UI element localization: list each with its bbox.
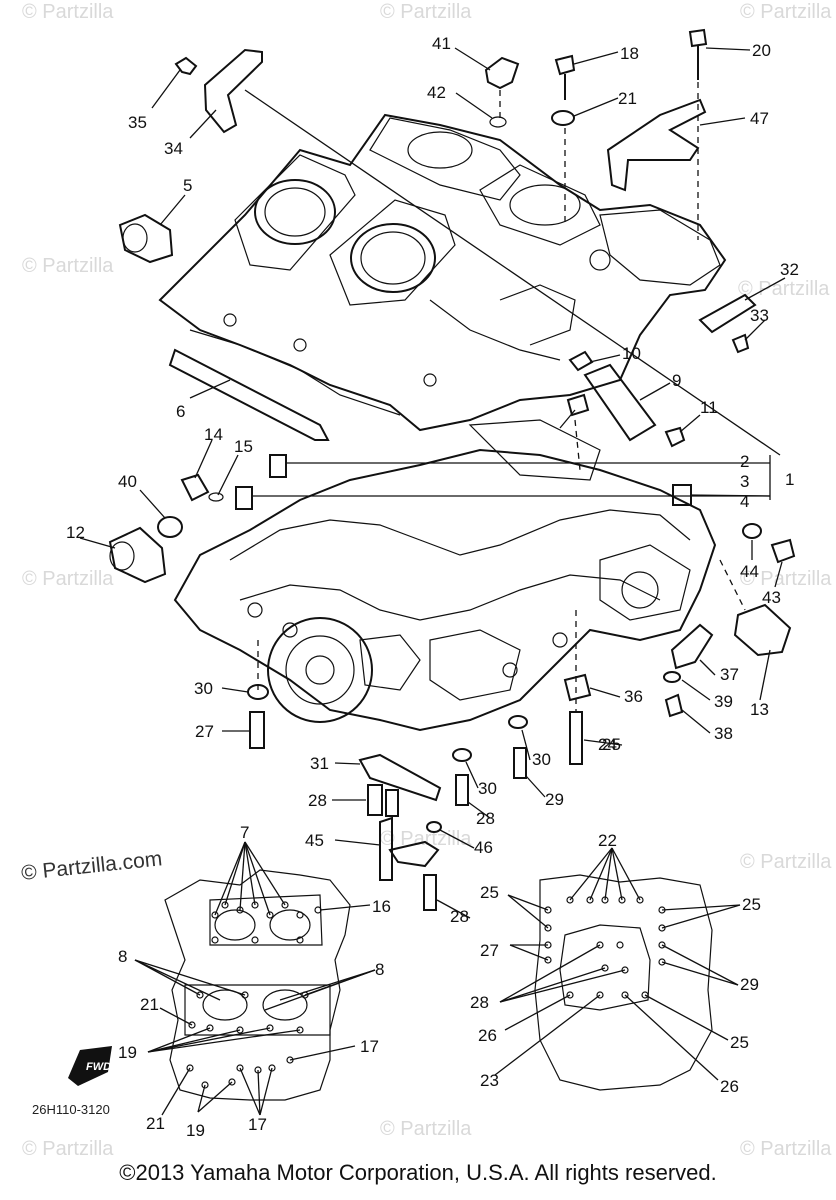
assembly-lines [257,82,746,712]
callout-number: 23 [480,1071,499,1090]
brand-watermark: © Partzilla.com [20,847,163,885]
callout-number: 25 [480,883,499,902]
callout-number: 40 [118,472,137,491]
watermark: © Partzilla [740,568,832,590]
callout-number: 3 [740,472,749,491]
callout-number: 28 [476,809,495,828]
watermark: © Partzilla [380,1118,472,1140]
callout-number: 46 [474,838,493,857]
callout-number: 41 [432,34,451,53]
callout-number: 17 [248,1115,267,1134]
callout-number: 7 [240,823,249,842]
lower-crankcase [173,419,717,732]
callout-number: 37 [720,665,739,684]
fwd-label: FWD [86,1061,111,1073]
callout-number: 42 [427,83,446,102]
callout-number: 21 [146,1114,165,1133]
callout-number: 8 [118,947,127,966]
callout-number: 47 [750,109,769,128]
callout-number: 43 [762,588,781,607]
callout-number: 25 [602,735,621,754]
watermark: © Partzilla [22,1138,114,1160]
inset-leaders [134,841,741,1116]
watermark: © Partzilla [22,568,114,590]
callout-number: 25 [742,895,761,914]
callout-number: 44 [740,562,759,581]
callout-number: 28 [470,993,489,1012]
callout-number: 6 [176,402,185,421]
callout-number: 29 [740,975,759,994]
callout-number: 8 [375,960,384,979]
callout-number: 29 [545,790,564,809]
inset-upper-bolt-pattern [164,869,351,1101]
callout-number: 19 [186,1121,205,1140]
callout-number: 31 [310,754,329,773]
callout-number: 30 [532,750,551,769]
watermark: © Partzilla [22,255,114,277]
callout-number: 33 [750,306,769,325]
watermark: © Partzilla [740,1,832,23]
callout-number: 45 [305,831,324,850]
callout-number: 36 [624,687,643,706]
callout-number: 27 [195,722,214,741]
callout-number: 17 [360,1037,379,1056]
copyright-footer: ©2013 Yamaha Motor Corporation, U.S.A. A… [119,1160,717,1185]
callout-number: 35 [128,113,147,132]
watermark: © Partzilla [380,1,472,23]
watermark: © Partzilla [738,278,830,300]
callout-labels: 1 2 3 4 5 6 7 8 8 9 10 11 12 13 14 15 16… [66,34,799,1140]
fwd-arrow-icon: FWD [68,1046,112,1086]
callout-number: 12 [66,523,85,542]
group-bracket [244,89,781,500]
callout-number: 21 [618,89,637,108]
callout-number: 22 [598,831,617,850]
callout-number: 15 [234,437,253,456]
callout-number: 24 [598,735,617,754]
callout-number: 27 [480,941,499,960]
callout-number: 1 [785,470,794,489]
callout-number: 28 [308,791,327,810]
callout-number: 21 [140,995,159,1014]
leader-lines [79,47,786,919]
callout-number: 25 [730,1033,749,1052]
callout-number: 9 [672,371,681,390]
callout-number: 10 [622,344,641,363]
callout-number: 18 [620,44,639,63]
callout-number: 34 [164,139,183,158]
watermark-layer: © Partzilla © Partzilla © Partzilla © Pa… [22,1,832,1160]
callout-number: 26 [720,1077,739,1096]
callout-number: 30 [478,779,497,798]
callout-number: 28 [450,907,469,926]
watermark: © Partzilla [740,1138,832,1160]
callout-number: 4 [740,492,749,511]
callout-number: 38 [714,724,733,743]
callout-number: 16 [372,897,391,916]
callout-number: 19 [118,1043,137,1062]
small-parts [108,28,796,911]
callout-number: 11 [700,398,718,417]
callout-number: 5 [183,176,192,195]
callout-number: 39 [714,692,733,711]
watermark: © Partzilla [22,1,114,23]
callout-number: 32 [780,260,799,279]
callout-number: 2 [740,452,749,471]
callout-number: 14 [204,425,223,444]
upper-crankcase [158,113,727,432]
callout-number: 30 [194,679,213,698]
watermark: © Partzilla [380,828,472,850]
callout-number: 13 [750,700,769,719]
callout-number: 20 [752,41,771,60]
diagram-code: 26H110-3120 [32,1102,110,1117]
watermark: © Partzilla [740,851,832,873]
callout-number: 26 [478,1026,497,1045]
